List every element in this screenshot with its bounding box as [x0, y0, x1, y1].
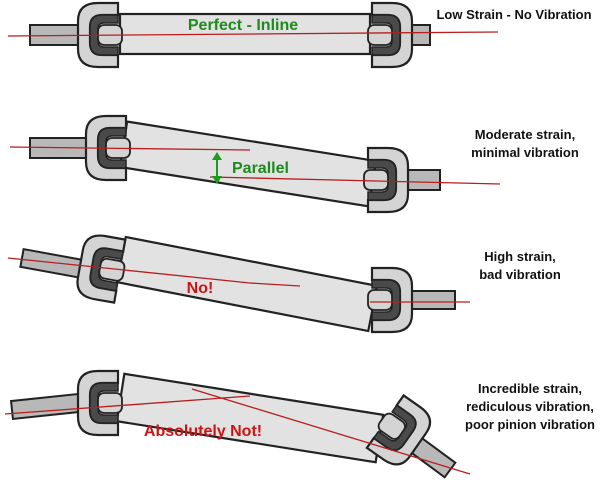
caption-row-2: Moderate strain, minimal vibration [460, 126, 590, 162]
offset-arrow-head-up [212, 152, 222, 160]
body-label: Parallel [232, 160, 289, 177]
yoke-cross [363, 169, 389, 191]
yoke-cup [372, 404, 417, 451]
caption-row-3: High strain, bad vibration [470, 248, 570, 284]
angle-reference-line [4, 395, 251, 415]
angle-reference-line [9, 146, 251, 151]
driveshaft-tube [115, 372, 385, 464]
yoke-cup [89, 382, 119, 424]
row-perfect-inline: Perfect - Inline [7, 1, 499, 69]
caption-line: poor pinion vibration [465, 417, 595, 432]
yoke-cup [89, 14, 119, 56]
u-joint-yoke [367, 1, 414, 69]
angle-reference-line [191, 388, 471, 475]
caption-line: bad vibration [479, 267, 561, 282]
offset-arrow-head-down [212, 176, 222, 184]
caption-line: Incredible strain, [477, 381, 583, 396]
yoke-cross [367, 24, 393, 46]
caption-line: High strain, [484, 249, 556, 264]
row-parallel: Parallel [9, 114, 501, 214]
caption-row-1: Low Strain - No Vibration [428, 6, 600, 24]
caption-line: minimal vibration [471, 145, 579, 160]
row-absolutely-not: Absolutely Not! [4, 369, 471, 479]
body-label: Perfect - Inline [188, 17, 298, 34]
u-joint-yoke [76, 234, 127, 304]
caption-line: Low Strain - No Vibration [436, 7, 592, 22]
tube-rect [115, 372, 385, 464]
yoke-cross [97, 392, 123, 414]
angle-reference-line [7, 31, 499, 37]
angle-reference-line [209, 176, 501, 185]
driveshaft-tube [115, 235, 379, 333]
yoke-cup [97, 127, 127, 169]
yoke-cup [367, 159, 397, 201]
row-no: No! [7, 234, 470, 334]
yoke-cup [371, 14, 401, 56]
yoke-cross [377, 412, 406, 440]
caption-line: rediculous vibration, [466, 399, 594, 414]
yoke-cup [89, 247, 125, 292]
u-joint-yoke [363, 146, 410, 214]
angle-reference-line [7, 257, 251, 284]
tube-rect [115, 235, 379, 333]
caption-line: Moderate strain, [474, 127, 576, 142]
body-label: No! [187, 280, 214, 297]
body-label: Absolutely Not! [144, 423, 262, 440]
u-joint-yoke [367, 266, 414, 334]
yoke-cup [371, 279, 401, 321]
caption-row-4: Incredible strain, rediculous vibration,… [460, 380, 600, 434]
angle-reference-line [249, 282, 301, 287]
u-joint-yoke [76, 369, 123, 437]
yoke-cross [367, 289, 393, 311]
